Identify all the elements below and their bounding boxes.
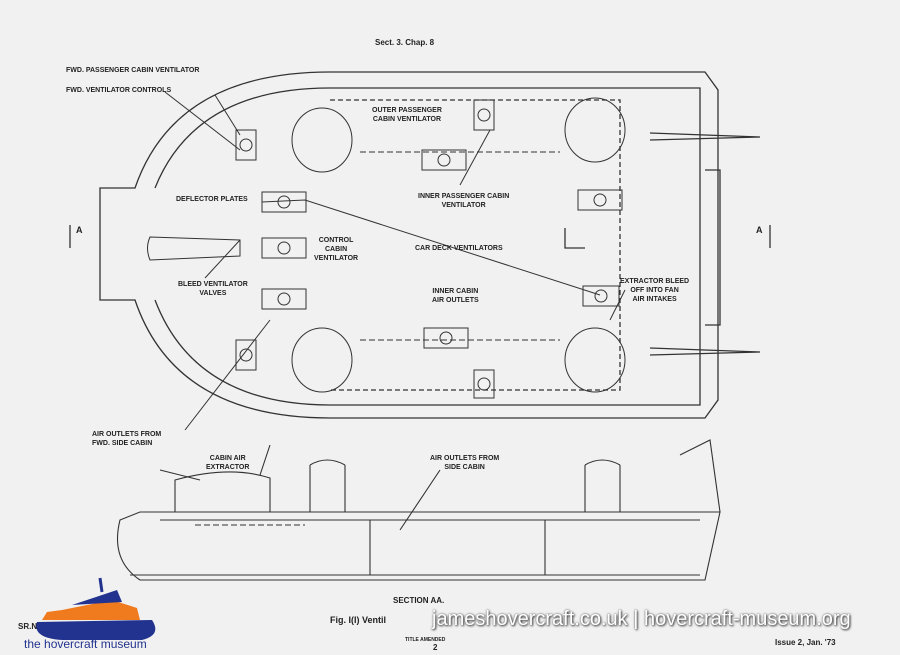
label-fwd-outlets: AIR OUTLETS FROM FWD. SIDE CABIN xyxy=(92,431,162,447)
figure-caption: Fig. I(I) Ventil xyxy=(330,615,386,625)
hovercraft-logo-icon xyxy=(36,577,156,640)
label-control-cabin-vent: CONTROL CABIN VENTILATOR xyxy=(314,237,359,262)
section-title: SECTION AA. xyxy=(393,596,445,605)
label-inner-cabin-vent: INNER PASSENGER CABIN VENTILATOR xyxy=(418,193,510,209)
title-amended: TITLE AMENDED xyxy=(405,637,446,643)
label-bleed-valves: BLEED VENTILATOR VALVES xyxy=(178,281,248,297)
drawing-ref: SR.N4 xyxy=(18,622,42,631)
label-extractor-bleed: EXTRACTOR BLEED OFF INTO FAN AIR INTAKES xyxy=(620,278,690,303)
plan-view xyxy=(69,71,771,431)
label-side-outlets: AIR OUTLETS FROM SIDE CABIN xyxy=(430,455,500,471)
museum-logo: the hovercraft museum xyxy=(22,570,162,651)
side-section-view xyxy=(116,439,721,581)
logo-text: the hovercraft museum xyxy=(24,637,147,651)
label-deflector-plates: DEFLECTOR PLATES xyxy=(176,196,248,203)
label-outer-cabin-vent: OUTER PASSENGER CABIN VENTILATOR xyxy=(372,107,442,123)
section-marker-right: A xyxy=(756,225,763,235)
issue-date: Issue 2, Jan. '73 xyxy=(775,638,836,647)
sheet-header: Sect. 3. Chap. 8 xyxy=(375,38,435,47)
label-car-deck-vents: CAR DECK VENTILATORS xyxy=(415,245,503,252)
label-inner-outlets: INNER CABIN AIR OUTLETS xyxy=(432,288,479,304)
label-fwd-vent-controls: FWD. VENTILATOR CONTROLS xyxy=(66,87,172,94)
watermark: jameshovercraft.co.uk | hovercraft-museu… xyxy=(432,608,851,630)
label-fwd-cabin-vent: FWD. PASSENGER CABIN VENTILATOR xyxy=(66,67,200,74)
section-marker-left: A xyxy=(76,225,83,235)
label-cabin-extractor: CABIN AIR EXTRACTOR xyxy=(206,455,250,471)
page-number: 2 xyxy=(433,643,438,652)
